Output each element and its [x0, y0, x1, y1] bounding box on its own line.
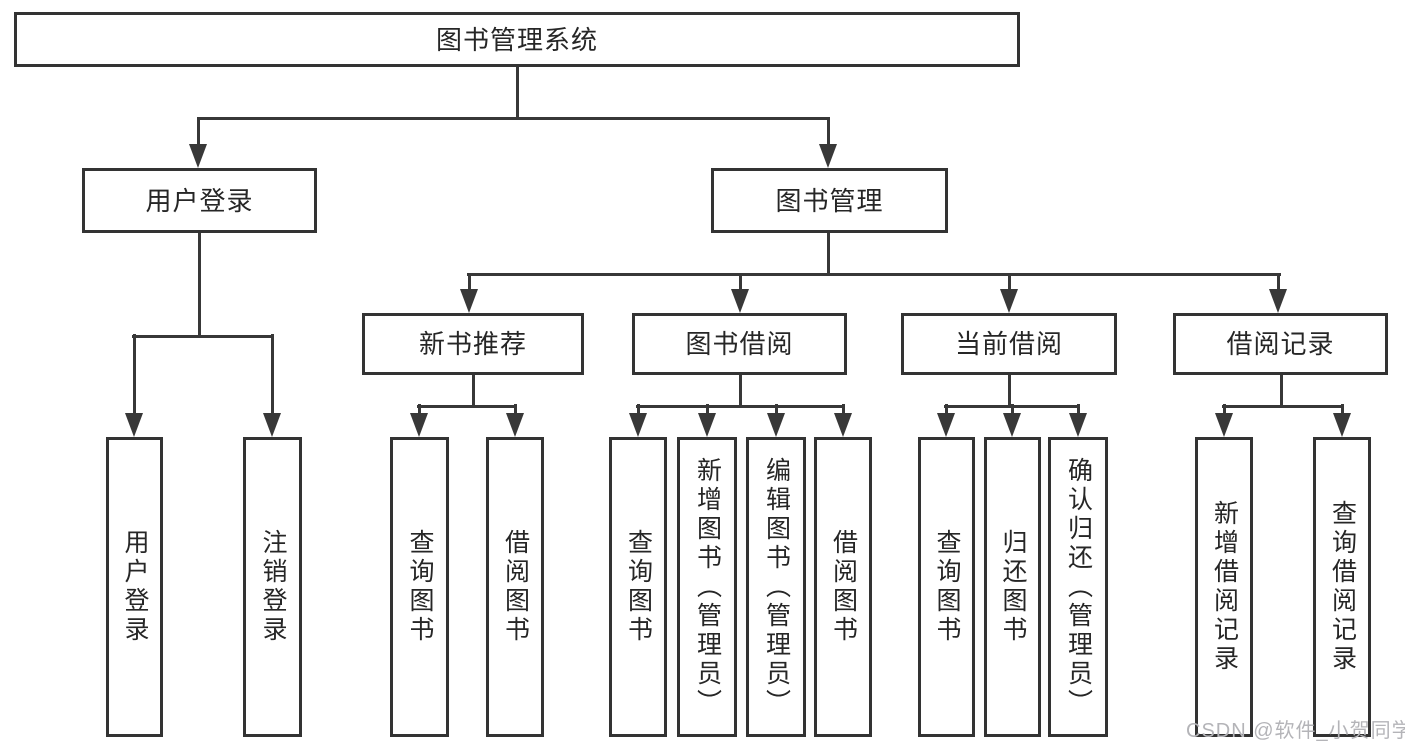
arrow-down-icon [834, 413, 852, 437]
node-label: 确认归还（管理员） [1064, 456, 1093, 718]
node-label: 用户登录 [145, 185, 254, 216]
arrow-down-icon [731, 289, 749, 313]
node-label: 用户登录 [121, 529, 149, 645]
connector-line [826, 117, 830, 150]
node-label: 图书管理 [775, 185, 884, 216]
arrow-down-icon [189, 144, 207, 168]
arrow-down-icon [263, 413, 281, 437]
connector-line [417, 404, 517, 408]
connector-line [197, 116, 830, 120]
node-new-book-recommendation: 新书推荐 [362, 313, 584, 375]
connector-line [471, 374, 475, 408]
arrow-down-icon [1333, 413, 1351, 437]
arrow-down-icon [1215, 413, 1233, 437]
arrow-down-icon [937, 413, 955, 437]
node-label: 归还图书 [999, 529, 1027, 645]
connector-line [738, 273, 742, 295]
connector-line [1222, 404, 1226, 418]
arrow-down-icon [819, 144, 837, 168]
node-label: 新增图书（管理员） [693, 456, 722, 718]
csdn-watermark: CSDN @软件_小贺同学 [1186, 720, 1405, 742]
connector-line [417, 404, 421, 418]
node-library-management-system: 图书管理系统 [14, 12, 1020, 67]
connector-line [197, 232, 201, 336]
connector-line [636, 404, 640, 418]
node-current-borrowing: 当前借阅 [901, 313, 1117, 375]
arrow-down-icon [629, 413, 647, 437]
connector-line [196, 117, 200, 150]
connector-line [1076, 404, 1080, 418]
leaf-logout: 注销登录 [243, 437, 302, 737]
node-label: 当前借阅 [954, 329, 1063, 359]
connector-line [513, 404, 517, 418]
leaf-add-books-admin: 新增图书（管理员） [677, 437, 737, 737]
leaf-borrow-books: 借阅图书 [814, 437, 872, 737]
node-label: 新增借阅记录 [1210, 500, 1239, 674]
arrow-down-icon [1000, 289, 1018, 313]
connector-line [1222, 404, 1344, 408]
leaf-add-borrow-record: 新增借阅记录 [1195, 437, 1253, 737]
connector-line [1007, 273, 1011, 295]
leaf-query-books-borrow: 查询图书 [609, 437, 667, 737]
arrow-down-icon [1003, 413, 1021, 437]
arrow-down-icon [1069, 413, 1087, 437]
arrow-down-icon [460, 289, 478, 313]
connector-line [515, 67, 519, 118]
connector-line [1279, 374, 1283, 408]
leaf-edit-books-admin: 编辑图书（管理员） [746, 437, 806, 737]
node-book-management: 图书管理 [711, 168, 948, 233]
node-label: 图书借阅 [685, 329, 794, 359]
arrow-down-icon [767, 413, 785, 437]
connector-line [841, 404, 845, 418]
connector-line [944, 404, 1080, 408]
connector-line [270, 334, 274, 416]
arrow-down-icon [410, 413, 428, 437]
node-borrowing-records: 借阅记录 [1173, 313, 1388, 375]
arrow-down-icon [698, 413, 716, 437]
node-label: 图书管理系统 [435, 24, 598, 55]
arrow-down-icon [1269, 289, 1287, 313]
leaf-confirm-return-admin: 确认归还（管理员） [1048, 437, 1108, 737]
connector-line [132, 334, 274, 338]
node-label: 借阅图书 [501, 529, 530, 645]
connector-line [636, 404, 845, 408]
node-label: 借阅图书 [829, 529, 858, 645]
node-label: 查询图书 [406, 529, 434, 645]
arrow-down-icon [506, 413, 524, 437]
node-label: 新书推荐 [418, 329, 527, 359]
node-label: 查询图书 [624, 529, 653, 645]
leaf-query-books-current: 查询图书 [918, 437, 975, 737]
leaf-query-borrow-record: 查询借阅记录 [1313, 437, 1371, 737]
connector-line [1276, 273, 1280, 295]
connector-line [1007, 374, 1011, 408]
node-book-borrowing: 图书借阅 [632, 313, 847, 375]
connector-line [944, 404, 948, 418]
connector-line [1010, 404, 1014, 418]
connector-line [738, 374, 742, 408]
connector-line [705, 404, 709, 418]
node-label: 编辑图书（管理员） [762, 456, 791, 718]
node-label: 查询借阅记录 [1328, 500, 1357, 674]
node-user-login: 用户登录 [82, 168, 317, 233]
arrow-down-icon [125, 413, 143, 437]
node-label: 注销登录 [259, 529, 287, 645]
leaf-return-books: 归还图书 [984, 437, 1041, 737]
node-label: 查询图书 [933, 529, 961, 645]
connector-line [467, 273, 471, 295]
leaf-user-login: 用户登录 [106, 437, 163, 737]
connector-line [132, 334, 136, 416]
connector-line [467, 272, 1281, 276]
connector-line [1340, 404, 1344, 418]
leaf-query-books-recommend: 查询图书 [390, 437, 449, 737]
connector-line [826, 232, 830, 276]
node-label: 借阅记录 [1226, 329, 1335, 359]
connector-line [774, 404, 778, 418]
leaf-borrow-books-recommend: 借阅图书 [486, 437, 544, 737]
